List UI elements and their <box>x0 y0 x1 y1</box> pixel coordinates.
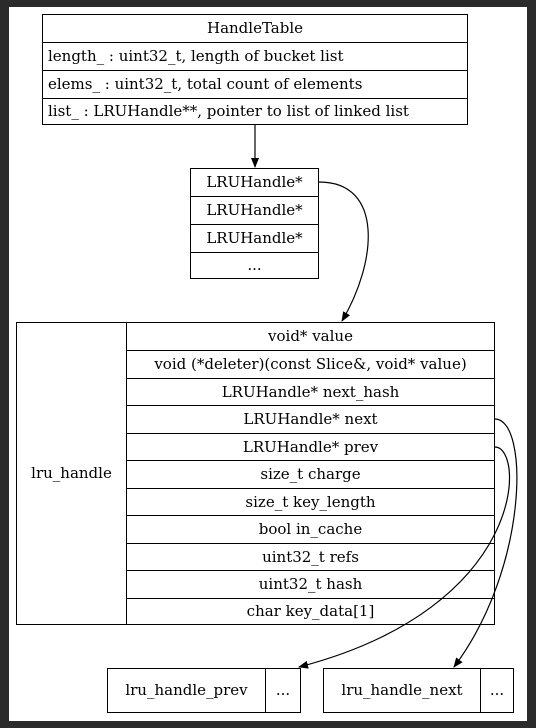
lru-field-key-length: size_t key_length <box>245 492 376 511</box>
bucket-item-ellipsis: ... <box>247 256 262 274</box>
handle-table-title: HandleTable <box>206 19 304 37</box>
lru-field-hash: uint32_t hash <box>258 575 363 593</box>
lru-field-next-hash: LRUHandle* next_hash <box>221 382 400 401</box>
next-node-ellipsis: ... <box>489 681 505 699</box>
prev-node: lru_handle_prev ... <box>107 668 301 713</box>
bucket-item: LRUHandle* <box>206 173 303 191</box>
arrows-layer <box>251 125 518 669</box>
next-node-label: lru_handle_next <box>341 681 463 699</box>
lru-field-refs: uint32_t refs <box>262 547 359 566</box>
bucket-list: LRUHandle* LRUHandle* LRUHandle* ... <box>190 168 319 279</box>
prev-node-label: lru_handle_prev <box>125 681 248 699</box>
bucket-item: LRUHandle* <box>206 201 303 219</box>
lru-handle-label: lru_handle <box>31 464 112 482</box>
handle-table: HandleTable length_ : uint32_t, length o… <box>42 14 468 125</box>
lru-handle-struct: lru_handle void* value void (*deleter)(c… <box>16 322 495 625</box>
lru-field-charge: size_t charge <box>260 465 361 483</box>
prev-node-ellipsis: ... <box>275 681 291 699</box>
arrow-bucket-to-lru-handle <box>318 181 369 322</box>
next-node: lru_handle_next ... <box>323 668 514 713</box>
handle-table-field-length: length_ : uint32_t, length of bucket lis… <box>48 47 344 65</box>
arrow-prev-to-prev-node <box>298 446 511 669</box>
lru-field-value: void* value <box>268 327 353 345</box>
bucket-item: LRUHandle* <box>206 229 303 247</box>
arrow-next-to-next-node <box>453 418 518 668</box>
diagram-canvas: HandleTable length_ : uint32_t, length o… <box>9 7 527 721</box>
lru-field-deleter: void (*deleter)(const Slice&, void* valu… <box>154 355 467 373</box>
lru-field-in-cache: bool in_cache <box>258 520 363 538</box>
lru-field-prev: LRUHandle* prev <box>242 437 379 456</box>
lru-field-next: LRUHandle* next <box>243 410 378 428</box>
lru-field-key-data: char key_data[1] <box>246 602 375 620</box>
handle-table-field-list: list_ : LRUHandle**, pointer to list of … <box>48 102 409 120</box>
handle-table-field-elems: elems_ : uint32_t, total count of elemen… <box>48 75 363 93</box>
